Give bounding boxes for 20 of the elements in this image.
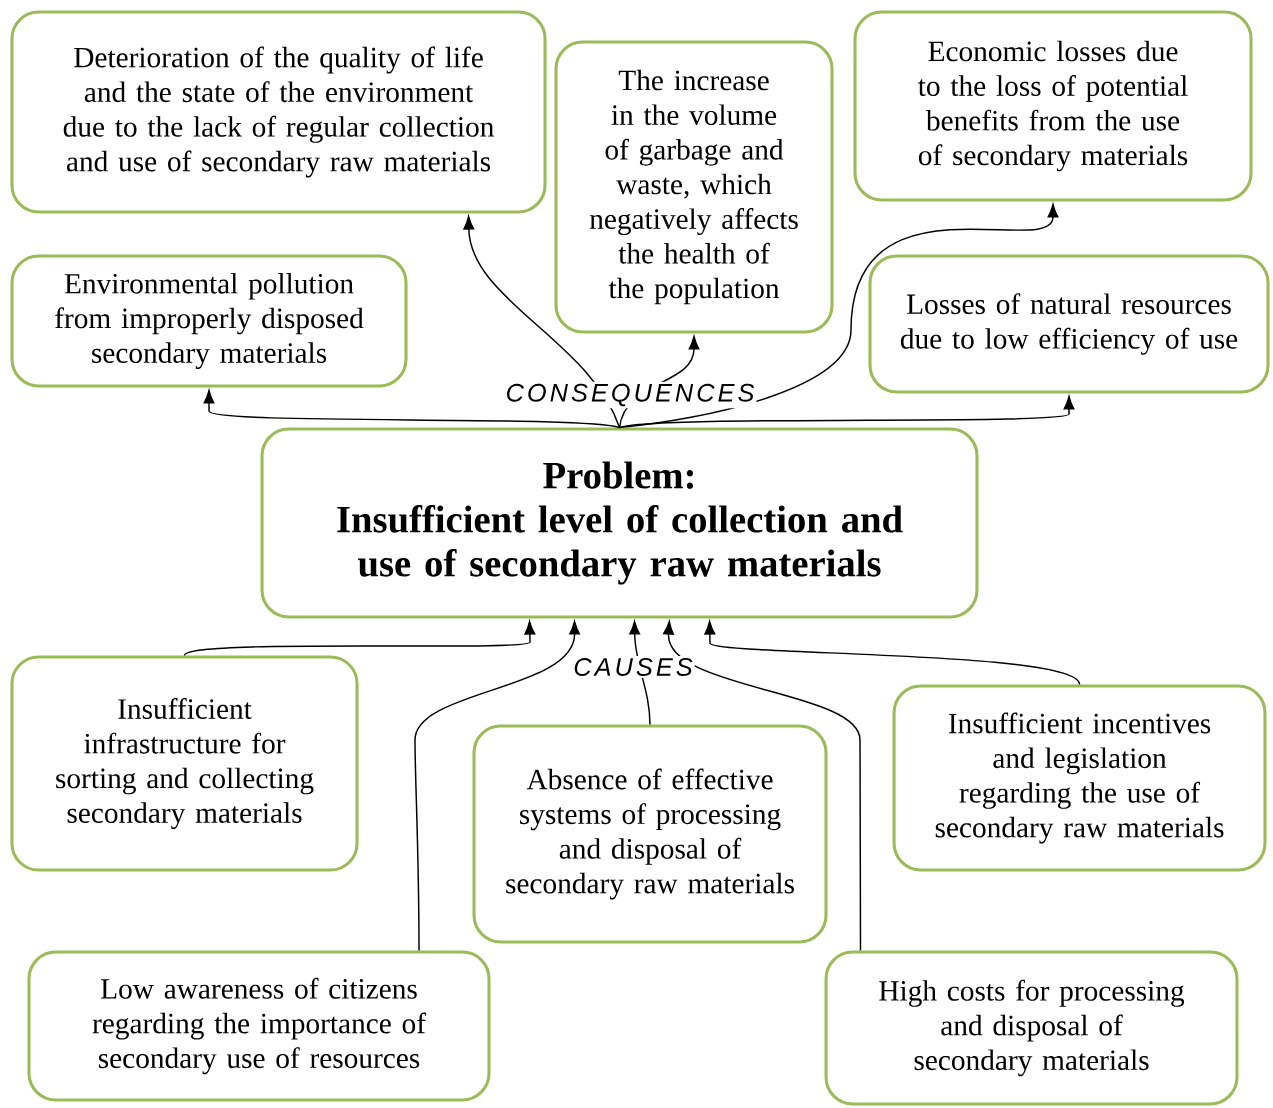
cause-box: Absence of effective systems of processing and disposal of secondary raw materials [472, 724, 828, 944]
consequence-box: Economic losses due to the loss of potential benefits from the use of secondary materials [853, 10, 1253, 202]
section-label: CONSEQUENCES [503, 381, 757, 409]
cause-box: Low awareness of citizens regarding the importance of secondary use of resources [27, 950, 491, 1102]
consequence-box: The increase in the volume of garbage and waste, which negatively affects the health of the population [554, 40, 834, 334]
arrow [463, 215, 621, 429]
arrow [663, 620, 862, 952]
consequence-box: Deterioration of the quality of life and the state of the environment due to the lack of regular collection and use of secondary raw materials [10, 10, 547, 214]
arrow [183, 620, 536, 657]
section-label: CAUSES [571, 656, 695, 678]
problem-box: Problem: Insufficient level of collection and use of secondary raw materials [260, 427, 979, 619]
cause-box: Insufficient infrastructure for sorting and collecting secondary materials [10, 655, 359, 872]
cause-box: High costs for processing and disposal of secondary materials [824, 950, 1239, 1106]
cause-box: Insufficient incentives and legislation regarding the use of secondary raw materials [892, 684, 1267, 872]
consequence-box: Losses of natural resources due to low efficiency of use [868, 254, 1270, 394]
arrow [618, 395, 1075, 429]
arrow [414, 620, 581, 952]
consequence-box: Environmental pollution from improperly disposed secondary materials [10, 254, 408, 388]
arrow [704, 620, 1081, 686]
arrow [203, 389, 621, 429]
